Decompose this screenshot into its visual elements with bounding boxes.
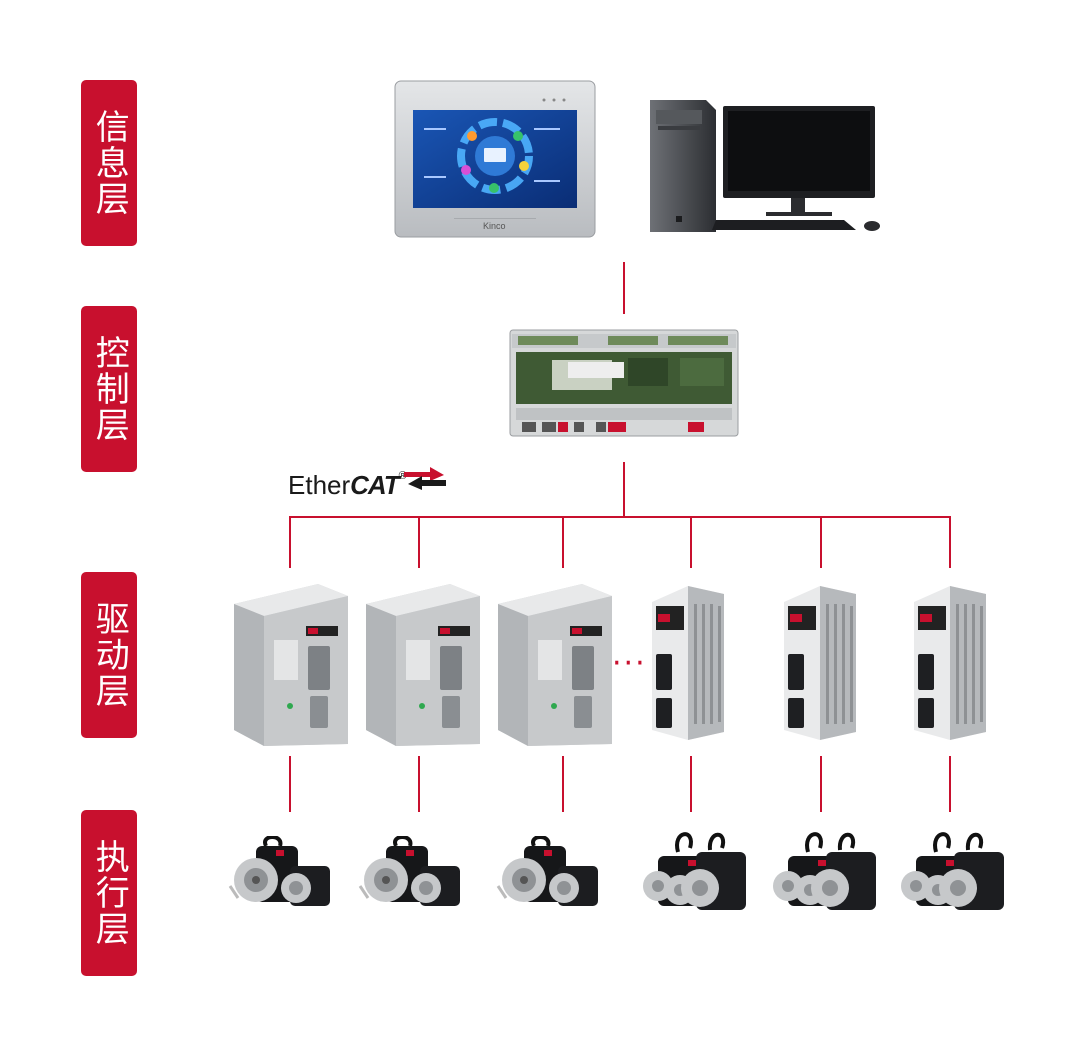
drive-motor-line-5 (820, 756, 822, 812)
servo-motor-group-1 (228, 836, 330, 906)
layer-label-info: 信息层 (81, 80, 137, 246)
ethercat-prefix: Ether (288, 470, 351, 500)
drive-motor-line-3 (562, 756, 564, 812)
layer-label-control: 控制层 (81, 306, 137, 472)
layer-label-info-text: 信息层 (89, 109, 130, 217)
bus-drop-1 (289, 516, 291, 568)
servo-drive-1 (234, 584, 348, 746)
servo-drive-2 (366, 584, 480, 746)
ethercat-logo: EtherCAT® (288, 470, 407, 501)
bus-drop-6 (949, 516, 951, 568)
layer-label-execution: 执行层 (81, 810, 137, 976)
layer-label-drive-text: 驱动层 (89, 601, 130, 709)
motion-controller (509, 329, 739, 437)
bus-drop-4 (690, 516, 692, 568)
drive-motor-line-4 (690, 756, 692, 812)
info-to-control-line (623, 262, 625, 314)
drive-motor-line-2 (418, 756, 420, 812)
servo-motor-group-4 (643, 832, 746, 910)
ethercat-bus-line (289, 516, 951, 518)
bus-drop-5 (820, 516, 822, 568)
bus-drop-3 (562, 516, 564, 568)
drive-motor-line-6 (949, 756, 951, 812)
servo-motor-group-3 (496, 836, 598, 906)
servo-drive-5 (784, 586, 856, 740)
servo-motor-group-6 (901, 832, 1004, 910)
ethercat-mark: ® (398, 470, 407, 482)
hmi-brand-label: Kinco (483, 221, 506, 231)
servo-drive-4 (652, 586, 724, 740)
hmi-touch-panel (394, 80, 596, 238)
more-devices-ellipsis: ··· (612, 646, 647, 681)
drive-motor-line-1 (289, 756, 291, 812)
layer-label-drive: 驱动层 (81, 572, 137, 738)
servo-drive-3 (498, 584, 612, 746)
bus-drop-2 (418, 516, 420, 568)
ethercat-bold: CAT (350, 470, 400, 500)
desktop-computer (650, 100, 880, 232)
layer-label-control-text: 控制层 (89, 335, 130, 443)
layer-label-execution-text: 执行层 (89, 839, 130, 947)
servo-motor-group-5 (773, 832, 876, 910)
ethercat-arrows-icon (404, 467, 446, 490)
control-to-bus-line (623, 462, 625, 518)
servo-motor-group-2 (358, 836, 460, 906)
servo-drive-6 (914, 586, 986, 740)
